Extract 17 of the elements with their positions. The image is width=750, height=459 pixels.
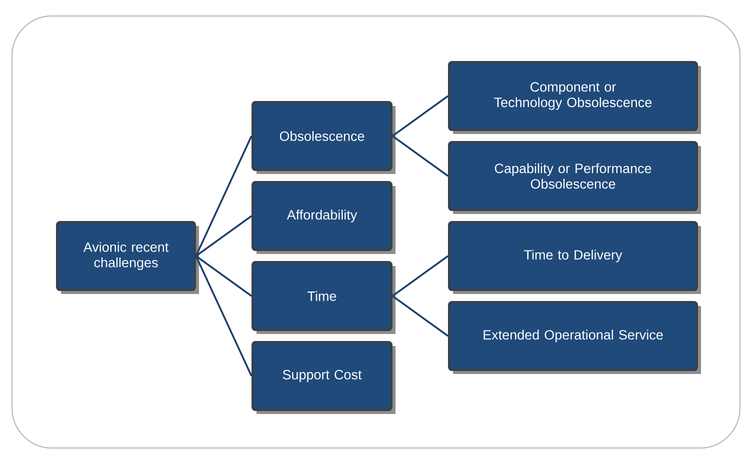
process-box: Component or Technology Obsolescence — [448, 61, 701, 134]
process-box: Obsolescence — [252, 101, 396, 174]
connector-line — [195, 256, 252, 376]
process-box: Time — [252, 261, 396, 334]
connector-line — [392, 295, 449, 337]
process-box: Support Cost — [252, 341, 396, 414]
connector-line — [195, 255, 252, 297]
process-box: Extended Operational Service — [448, 301, 701, 374]
connector-line — [392, 95, 449, 137]
process-box: Affordability — [252, 181, 396, 254]
process-box: Time to Delivery — [448, 221, 701, 294]
process-box: Avionic recent challenges — [56, 221, 199, 294]
connector-line — [392, 255, 449, 297]
connector-line — [195, 215, 252, 257]
connector-line — [195, 136, 252, 256]
process-box: Capability or Performance Obsolescence — [448, 141, 701, 214]
connector-line — [392, 135, 449, 177]
